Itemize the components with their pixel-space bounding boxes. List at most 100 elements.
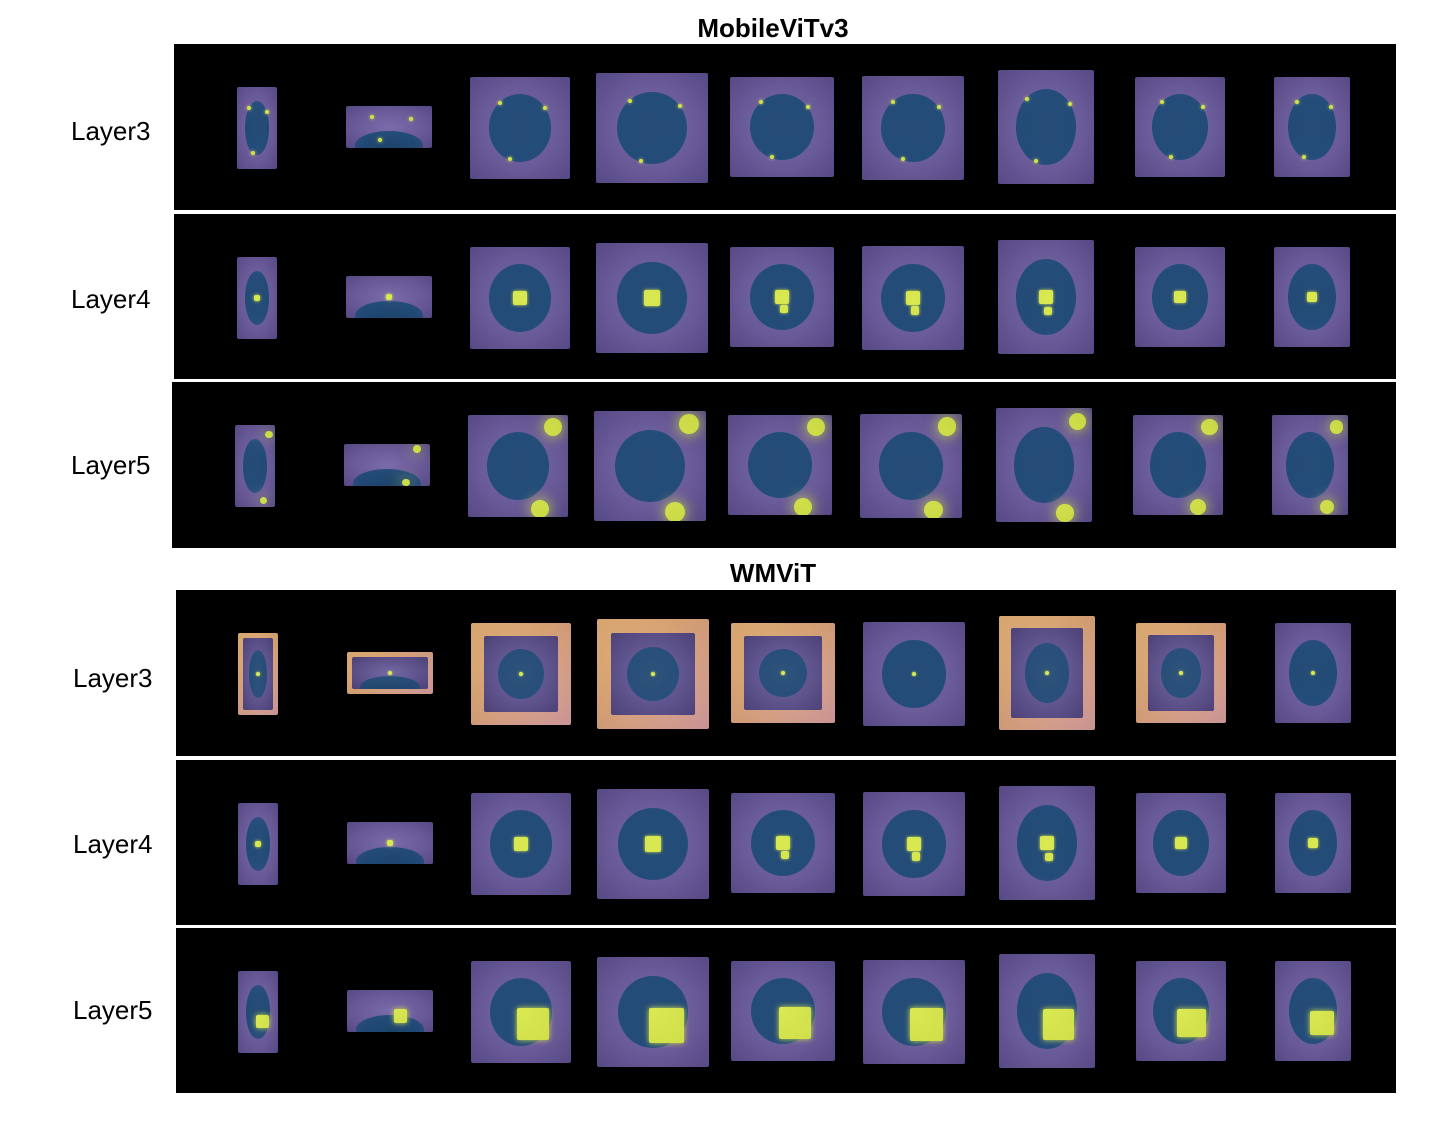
attention-hotspot — [910, 306, 920, 315]
thumbnail-image — [1135, 247, 1225, 347]
nucleus — [245, 816, 271, 872]
thumbnail-image — [860, 414, 962, 518]
thumbnail-image — [731, 961, 835, 1061]
attention-hotspot — [793, 498, 812, 515]
thumbnail-image — [731, 793, 835, 893]
nucleus — [615, 429, 685, 503]
nucleus — [1288, 94, 1336, 160]
thumbnail-inner — [484, 636, 558, 712]
attention-hotspot — [1024, 96, 1029, 101]
attention-hotspot — [1311, 671, 1315, 675]
attention-hotspot — [256, 1015, 270, 1029]
nucleus — [489, 94, 551, 162]
attention-hotspot — [679, 414, 700, 435]
attention-hotspot — [776, 836, 790, 850]
nucleus — [1016, 89, 1076, 165]
attention-hotspot — [517, 1008, 549, 1041]
attention-hotspot — [513, 291, 527, 305]
attention-hotspot — [781, 851, 790, 859]
thumbnail-image — [471, 961, 571, 1063]
nucleus — [747, 432, 813, 498]
attention-hotspot — [780, 305, 789, 313]
attention-hotspot — [1044, 306, 1052, 315]
nucleus — [490, 978, 552, 1046]
attention-hotspot — [255, 841, 261, 847]
attention-hotspot — [387, 840, 393, 846]
thumbnail-image — [1135, 77, 1225, 177]
nucleus — [1289, 640, 1337, 706]
thumbnail-image — [730, 247, 834, 347]
thumbnail-image — [471, 793, 571, 895]
attention-hotspot — [265, 431, 273, 439]
thumbnail-image — [597, 619, 709, 729]
attention-hotspot — [806, 105, 810, 109]
thumbnail-image — [1136, 793, 1226, 893]
attention-hotspot — [519, 672, 523, 676]
thumbnail-image — [863, 622, 965, 726]
thumbnail-image — [1275, 961, 1351, 1061]
attention-hotspot — [769, 155, 774, 159]
thumbnail-image — [597, 957, 709, 1067]
row-label-mvit-layer5: Layer5 — [71, 450, 151, 480]
thumbnail-image — [998, 240, 1094, 354]
thumbnail-image — [863, 960, 965, 1064]
thumbnail-image — [347, 822, 433, 864]
attention-hotspot — [1045, 671, 1049, 675]
nucleus — [749, 94, 815, 160]
attention-hotspot — [1043, 1009, 1074, 1041]
thumbnail-image — [468, 415, 568, 517]
nucleus — [1153, 978, 1209, 1044]
attention-hotspot — [779, 1007, 812, 1039]
attention-hotspot — [775, 290, 789, 304]
thumbnail-image — [470, 247, 570, 349]
attention-hotspot — [1179, 671, 1183, 675]
nucleus — [244, 270, 270, 326]
thumbnail-image — [1275, 793, 1351, 893]
thumbnail-inner — [744, 636, 822, 710]
nucleus — [1289, 810, 1337, 876]
attention-hotspot — [678, 104, 682, 108]
attention-hotspot — [1068, 102, 1072, 107]
nucleus — [490, 810, 552, 878]
thumbnail-image — [235, 425, 275, 507]
row-label-mvit-layer3: Layer3 — [71, 116, 151, 146]
attention-hotspot — [1302, 155, 1307, 159]
attention-hotspot — [251, 150, 255, 155]
thumbnail-image — [344, 444, 430, 486]
thumbnail-image — [999, 786, 1095, 900]
nucleus — [626, 646, 680, 702]
thumbnail-inner — [1011, 628, 1083, 718]
thumbnail-image — [731, 623, 835, 723]
thumbnail-image — [862, 76, 964, 180]
attention-hotspot — [408, 116, 413, 121]
nucleus — [1024, 643, 1070, 703]
nucleus — [758, 648, 808, 698]
attention-hotspot — [1039, 290, 1053, 304]
nucleus — [750, 810, 816, 876]
thumbnail-image — [470, 77, 570, 179]
thumbnail-image — [1136, 623, 1226, 723]
nucleus — [1152, 94, 1208, 160]
row-label-wmvit-layer5: Layer5 — [73, 995, 153, 1025]
attention-hotspot — [900, 157, 905, 162]
nucleus — [355, 1015, 425, 1032]
nucleus — [244, 100, 270, 156]
attention-hotspot — [911, 852, 921, 861]
thumbnail-image — [237, 87, 277, 169]
thumbnail-image — [862, 246, 964, 350]
nucleus — [355, 847, 425, 864]
attention-hotspot — [413, 445, 421, 453]
nucleus — [749, 264, 815, 330]
attention-hotspot — [1329, 420, 1344, 434]
nucleus — [359, 676, 421, 689]
attention-hotspot — [644, 290, 660, 306]
thumbnail-image — [1136, 961, 1226, 1061]
attention-hotspot — [1174, 836, 1188, 850]
attention-hotspot — [1200, 105, 1205, 109]
thumbnail-image — [597, 789, 709, 899]
thumbnail-image — [999, 616, 1095, 730]
attention-hotspot — [1189, 498, 1206, 515]
attention-hotspot — [378, 137, 383, 142]
nucleus — [489, 264, 551, 332]
thumbnail-image — [238, 971, 278, 1053]
